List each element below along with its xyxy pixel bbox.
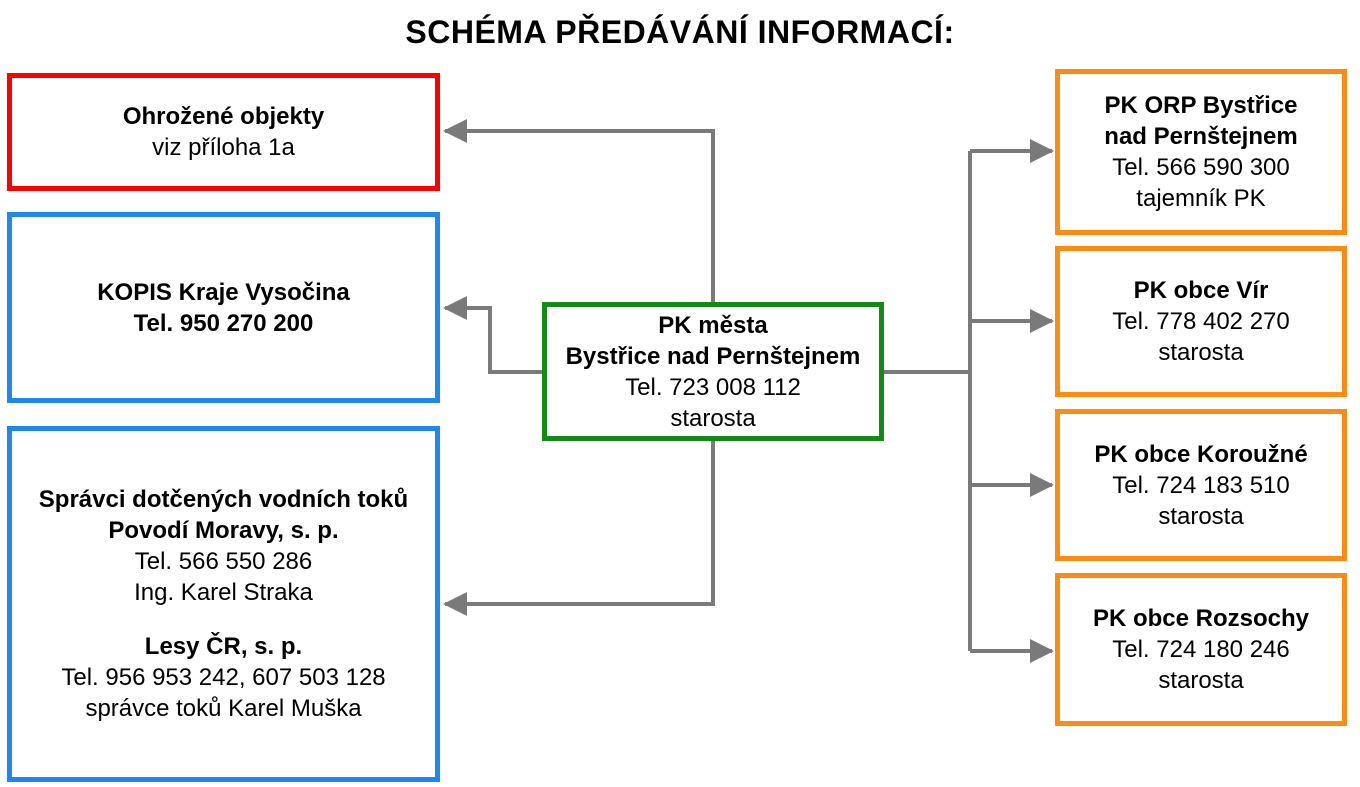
water-managers-box: Správci dotčených vodních toků Povodí Mo… <box>7 426 440 782</box>
rozsochy-role: starosta <box>1158 667 1244 694</box>
diagram-title: SCHÉMA PŘEDÁVÁNÍ INFORMACÍ: <box>405 14 955 50</box>
lesy-cr-person: správce toků Karel Muška <box>85 695 362 722</box>
korouzne-box: PK obce Koroužné Tel. 724 183 510 staros… <box>1055 409 1347 561</box>
kopis-tel: Tel. 950 270 200 <box>133 309 314 337</box>
center-tel: Tel. 723 008 112 <box>625 373 801 401</box>
vir-role: starosta <box>1158 339 1244 366</box>
vir-box: PK obce Vír Tel. 778 402 270 starosta <box>1055 246 1347 397</box>
arrow-to-water-managers <box>443 438 715 616</box>
rozsochy-name: PK obce Rozsochy <box>1092 605 1310 632</box>
orp-name-line1: PK ORP Bystřice <box>1104 92 1298 119</box>
korouzne-role: starosta <box>1158 502 1244 530</box>
threatened-objects-note: viz příloha 1a <box>152 134 295 161</box>
povodi-moravy-tel: Tel. 566 550 286 <box>134 548 313 575</box>
water-managers-heading: Správci dotčených vodních toků <box>38 486 409 513</box>
lesy-cr-tel: Tel. 956 953 242, 607 503 128 <box>61 664 386 691</box>
orp-box: PK ORP Bystřice nad Pernštejnem Tel. 566… <box>1055 69 1347 235</box>
orp-role: tajemník PK <box>1136 185 1266 212</box>
rozsochy-tel: Tel. 724 180 246 <box>1112 636 1290 663</box>
orp-name-line2: nad Pernštejnem <box>1104 123 1298 150</box>
orp-tel: Tel. 566 590 300 <box>1112 154 1290 181</box>
center-name-line2: Bystřice nad Pernštejnem <box>565 342 861 370</box>
korouzne-tel: Tel. 724 183 510 <box>1112 471 1290 499</box>
kopis-box: KOPIS Kraje Vysočina Tel. 950 270 200 <box>7 212 440 403</box>
center-box: PK města Bystřice nad Pernštejnem Tel. 7… <box>542 302 884 441</box>
threatened-objects-box: Ohrožené objekty viz příloha 1a <box>7 73 440 191</box>
center-name-line1: PK města <box>658 311 768 339</box>
lesy-cr-name: Lesy ČR, s. p. <box>144 633 303 660</box>
korouzne-name: PK obce Koroužné <box>1094 440 1308 468</box>
threatened-objects-label: Ohrožené objekty <box>122 103 325 130</box>
center-role: starosta <box>670 404 756 432</box>
vir-name: PK obce Vír <box>1133 277 1269 304</box>
povodi-moravy-name: Povodí Moravy, s. p. <box>108 517 339 544</box>
kopis-label: KOPIS Kraje Vysočina <box>97 278 350 306</box>
arrow-to-kopis <box>443 296 545 374</box>
rozsochy-box: PK obce Rozsochy Tel. 724 180 246 staros… <box>1055 573 1347 726</box>
vir-tel: Tel. 778 402 270 <box>1112 308 1290 335</box>
arrow-to-threatened-objects <box>443 119 715 305</box>
povodi-moravy-person: Ing. Karel Straka <box>134 579 313 606</box>
